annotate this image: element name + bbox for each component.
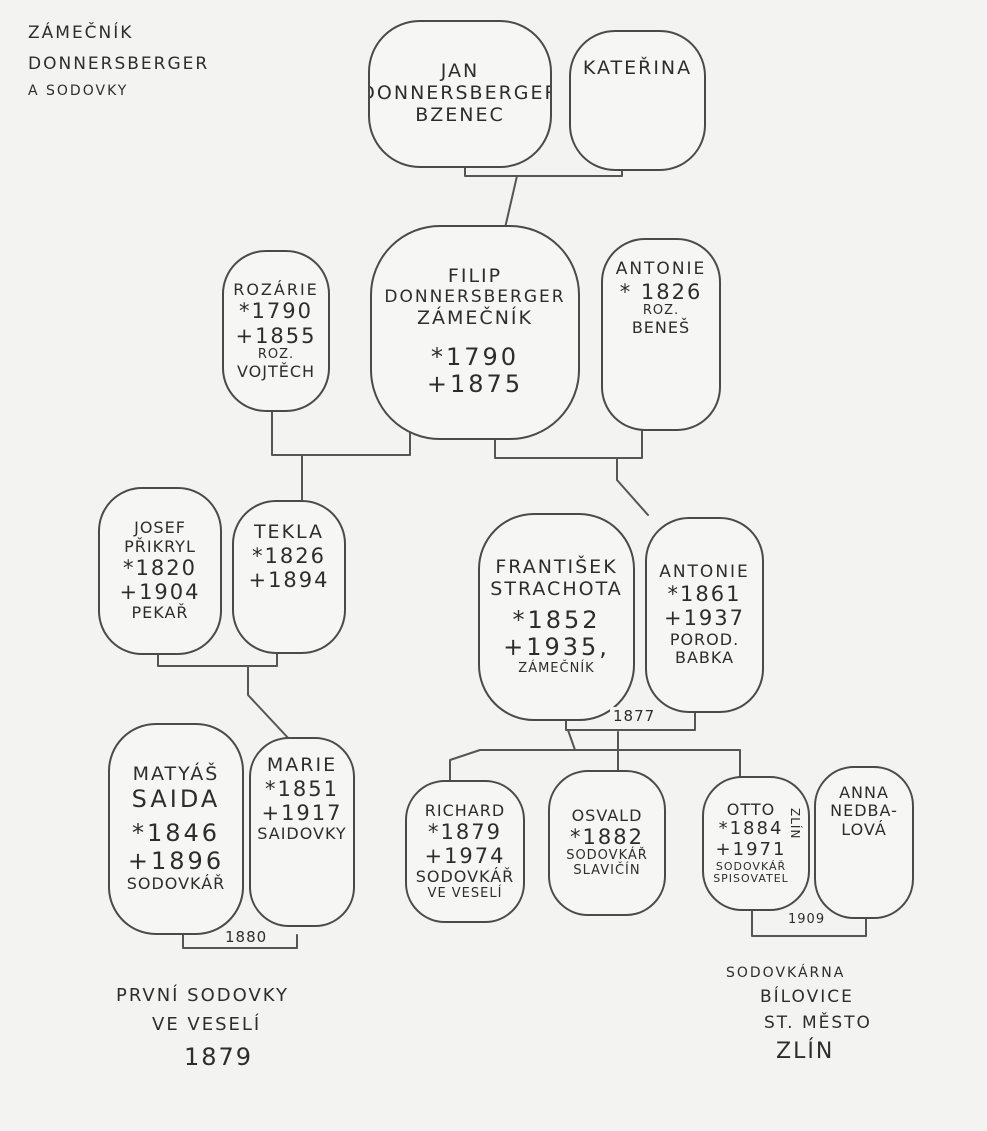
- link-to-richard: [567, 729, 576, 751]
- link-filip-rozarie: [271, 409, 411, 456]
- marriage-year-otto-anna: 1909: [785, 912, 829, 927]
- link-josef-tekla: [157, 651, 278, 667]
- header-note-line-1: ZÁMEČNÍK: [28, 23, 134, 43]
- person-osvald: OSVALD *1882 SODOVKÁŘ SLAVIČÍN: [548, 770, 666, 916]
- link-saida-marriage: [182, 934, 298, 949]
- person-antonie-midwife: ANTONIE *1861 +1937 POROD. BABKA: [645, 517, 764, 713]
- person-filip-donnersberger: FILIP DONNERSBERGER ZÁMEČNÍK *1790 +1875: [370, 225, 580, 440]
- person-anna-nedbalova: ANNA NEDBA- LOVÁ: [814, 766, 914, 919]
- marriage-year-strachota: 1877: [610, 707, 659, 725]
- person-frantisek-strachota: FRANTIŠEK STRACHOTA *1852 +1935, ZÁMEČNÍ…: [478, 513, 635, 721]
- link-to-marie: [247, 665, 291, 741]
- header-note-line-3: A SODOVKY: [28, 83, 129, 100]
- person-josef-prikryl: JOSEF PŘIKRYL *1820 +1904 PEKAŘ: [98, 487, 222, 655]
- link-filip-antonie: [494, 427, 643, 459]
- marriage-year-saida: 1880: [222, 928, 271, 946]
- link-strachota-marriage: [565, 711, 696, 731]
- person-jan-donnersberger: JAN DONNERSBERGER BZENEC: [368, 20, 552, 168]
- header-note: ZÁMEČNÍK DONNERSBERGER A SODOVKY: [28, 18, 209, 104]
- link-otto-anna: [751, 904, 867, 937]
- person-marie: MARIE *1851 +1917 SAIDOVKY: [249, 737, 355, 927]
- link-jan-to-filip: [504, 175, 518, 229]
- note-soda-factories: SODOVKÁRNA BÍLOVICE ST. MĚSTO ZLÍN: [726, 965, 872, 1064]
- header-note-line-2: DONNERSBERGER: [28, 53, 210, 74]
- person-tekla: TEKLA *1826 +1894: [232, 500, 346, 654]
- person-otto: OTTO *1884 +1971 SODOVKÁŘ SPISOVATEL: [702, 776, 810, 911]
- person-katerina: KATEŘINA: [569, 30, 706, 171]
- otto-side-note: ZLÍN: [788, 808, 802, 840]
- person-antonie-benes: ANTONIE * 1826 ROZ. BENEŠ: [601, 238, 721, 431]
- person-richard: RICHARD *1879 +1974 SODOVKÁŘ VE VESELÍ: [405, 780, 525, 923]
- note-first-sodas: PRVNÍ SODOVKY VE VESELÍ 1879: [116, 985, 289, 1071]
- person-rozarie: ROZÁRIE *1790 +1855 ROZ. VOJTĚCH: [222, 250, 330, 412]
- link-children-bar: [449, 749, 741, 791]
- link-to-antonie2: [616, 457, 649, 516]
- person-matyas-saida: MATYÁŠ SAIDA *1846 +1896 SODOVKÁŘ: [108, 723, 244, 935]
